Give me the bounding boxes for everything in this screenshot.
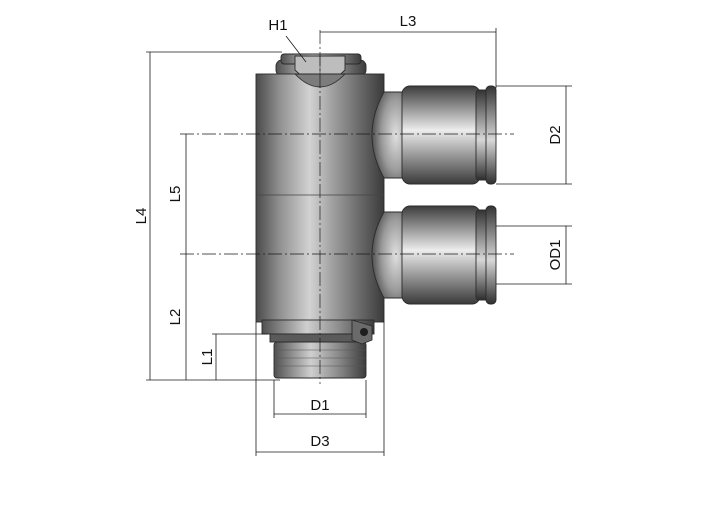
label-l4: L4 xyxy=(133,208,150,225)
dimension-d1: D1 xyxy=(273,380,367,418)
label-d2: D2 xyxy=(547,125,564,144)
label-l1: L1 xyxy=(199,349,216,366)
dimension-l4: L4 xyxy=(133,51,282,381)
label-l5: L5 xyxy=(167,186,184,203)
label-d3: D3 xyxy=(310,433,329,450)
dimension-h1: H1 xyxy=(268,17,307,63)
dimension-l3: L3 xyxy=(320,13,497,88)
dimension-d3: D3 xyxy=(255,322,385,456)
label-l2: L2 xyxy=(167,309,184,326)
label-l3: L3 xyxy=(400,13,417,30)
lower-push-in-connector xyxy=(371,205,497,305)
dimension-od1: OD1 xyxy=(496,225,572,285)
dimension-d2: D2 xyxy=(496,85,572,185)
label-d1: D1 xyxy=(310,397,329,414)
label-h1: H1 xyxy=(268,17,287,34)
label-od1: OD1 xyxy=(547,240,564,271)
dimension-l5: L5 xyxy=(167,134,187,254)
upper-push-in-connector xyxy=(371,85,497,185)
dimension-l2: L2 xyxy=(167,254,187,380)
center-lines xyxy=(180,30,514,384)
dimension-l1: L1 xyxy=(199,333,268,380)
bottom-threaded-stud xyxy=(261,319,375,379)
